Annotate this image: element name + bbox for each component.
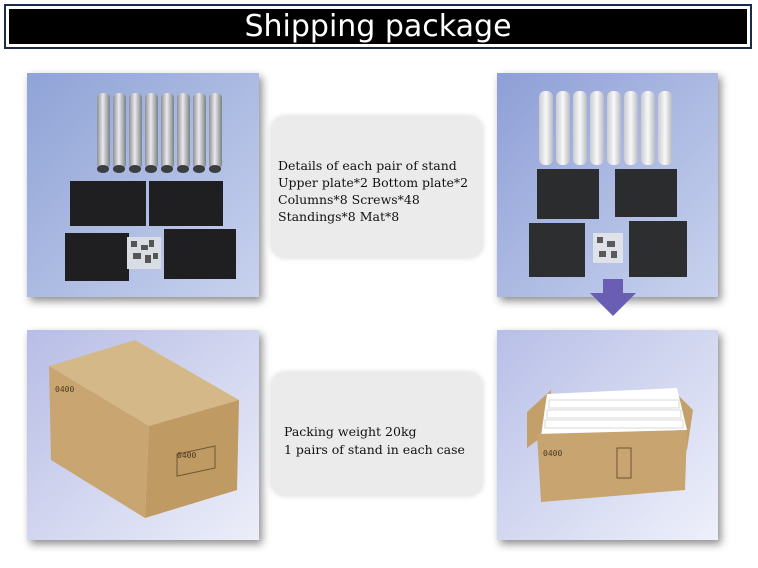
page-title: Shipping package [9, 9, 747, 44]
svg-text:0400: 0400 [543, 449, 562, 458]
details-line: Upper plate*2 Bottom plate*2 [278, 175, 469, 190]
parts-details-box: Details of each pair of stand Upper plat… [271, 116, 483, 258]
parts-photo [27, 73, 259, 297]
box-model-front: 0400 [177, 451, 196, 460]
open-box-photo: 0400 [497, 330, 718, 540]
packing-line: 1 pairs of stand in each case [284, 442, 465, 457]
details-line: Standings*8 Mat*8 [278, 209, 400, 224]
details-line: Details of each pair of stand [278, 158, 457, 173]
wrapped-parts-photo [497, 73, 718, 297]
down-arrow-icon [590, 279, 636, 316]
packing-info-box: Packing weight 20kg 1 pairs of stand in … [271, 372, 483, 496]
box-model-side: 0400 [55, 385, 74, 394]
details-line: Columns*8 Screws*48 [278, 192, 420, 207]
closed-box-photo: 0400 0400 [27, 330, 259, 540]
packing-line: Packing weight 20kg [284, 424, 417, 439]
